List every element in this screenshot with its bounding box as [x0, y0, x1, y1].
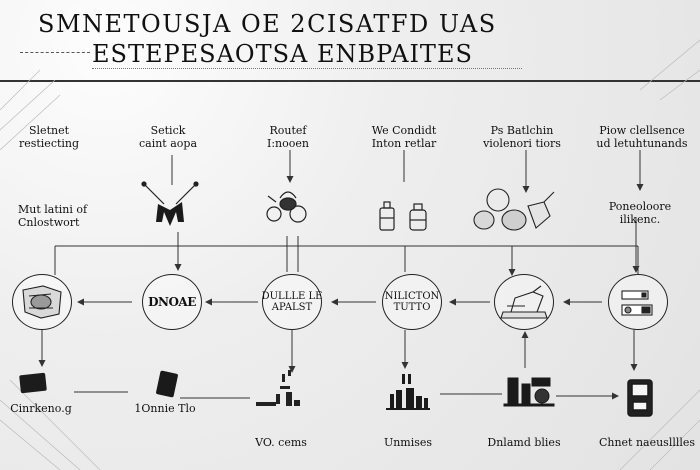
- title-divider: [0, 80, 700, 82]
- flow-node-3: DULLLE LE APALST: [262, 274, 322, 330]
- bottom-label-4: Unmises: [383, 436, 433, 449]
- flow-node-4-line1: NILICTON: [384, 291, 440, 302]
- top-label-3-line2: I:nooen: [267, 137, 309, 150]
- top-label-2-line2: caint aopa: [138, 137, 198, 150]
- flow-node-6: [608, 274, 668, 330]
- top-label-4-line1: We Condidt: [371, 124, 437, 137]
- mid-label-right-line1: Poneoloore: [608, 200, 672, 213]
- kettle-icon: [266, 191, 307, 223]
- top-label-3-line1: Routef: [269, 124, 307, 137]
- tablet-icon: [19, 372, 47, 394]
- top-label-6-line2: ud letuhtunands: [596, 137, 688, 150]
- flow-node-2-label: DNOAE: [148, 294, 196, 309]
- top-label-1-line1: Sletnet: [29, 124, 69, 137]
- bottom-label-6: Chnet naeuslllles: [598, 436, 696, 449]
- top-label-4: We Condidt Inton retlar: [352, 124, 456, 150]
- top-label-5-line1: Ps Batlchin: [490, 124, 554, 137]
- book-icon: [22, 285, 62, 319]
- title-dash-rule: [20, 52, 90, 53]
- top-label-2: Setick caint aopa: [128, 124, 208, 150]
- bars-icon: [386, 374, 430, 410]
- bottom-label-2: 1Onnie Tlo: [134, 402, 196, 415]
- speaker-icon: [503, 377, 555, 407]
- diagram-title-line1: SMNETOUSJA OE 2CISATFD UAS: [38, 10, 497, 38]
- top-label-1-line2: restiecting: [18, 137, 80, 150]
- bottom-label-1: Cinrkeno.g: [10, 402, 72, 415]
- tools-icon: [473, 188, 555, 231]
- diagram-title-line2: ESTEPESAOTSA ENBPAITES: [92, 40, 473, 68]
- flow-node-4: NILICTON TUTTO: [382, 274, 442, 330]
- flow-node-3-line2: APALST: [271, 302, 313, 313]
- mid-label-right: Poneoloore ilikenc.: [598, 200, 682, 226]
- flow-node-2: DNOAE: [142, 274, 202, 330]
- tongs-icon: [141, 181, 199, 226]
- mid-label-right-line2: ilikenc.: [619, 213, 661, 226]
- phone-icon: [156, 370, 178, 398]
- top-label-1: Sletnet restiecting: [8, 124, 90, 150]
- top-label-5: Ps Batlchin violenori tiors: [470, 124, 574, 150]
- top-label-6: Piow clellsence ud letuhtunands: [588, 124, 696, 150]
- bottom-label-3: VO. cems: [255, 436, 307, 449]
- cup-icon: [256, 370, 300, 406]
- bottom-label-5: Dnlamd blies: [487, 436, 561, 449]
- top-label-3: Routef I:nooen: [248, 124, 328, 150]
- device-icon: [627, 379, 653, 417]
- top-label-4-line2: Inton retlar: [371, 137, 437, 150]
- diagram-header: SMNETOUSJA OE 2CISATFD UAS ESTEPESAOTSA …: [0, 0, 700, 82]
- mid-label-left: Mut latini of Cnlostwort: [18, 203, 87, 229]
- chart-icon: [621, 290, 653, 316]
- top-label-6-line1: Piow clellsence: [599, 124, 685, 137]
- flow-node-3-line1: DULLLE LE: [261, 291, 323, 302]
- title-dotted-rule: [92, 68, 522, 69]
- mid-label-left-line1: Mut latini of: [18, 203, 88, 216]
- flow-node-4-line2: TUTTO: [393, 302, 431, 313]
- mid-label-left-line2: Cnlostwort: [18, 216, 80, 229]
- top-label-2-line1: Setick: [150, 124, 186, 137]
- flow-node-5: [494, 274, 554, 330]
- bottles-icon: [379, 201, 427, 231]
- machine-icon: [500, 285, 548, 319]
- top-label-5-line2: violenori tiors: [483, 137, 561, 150]
- flow-node-1: [12, 274, 72, 330]
